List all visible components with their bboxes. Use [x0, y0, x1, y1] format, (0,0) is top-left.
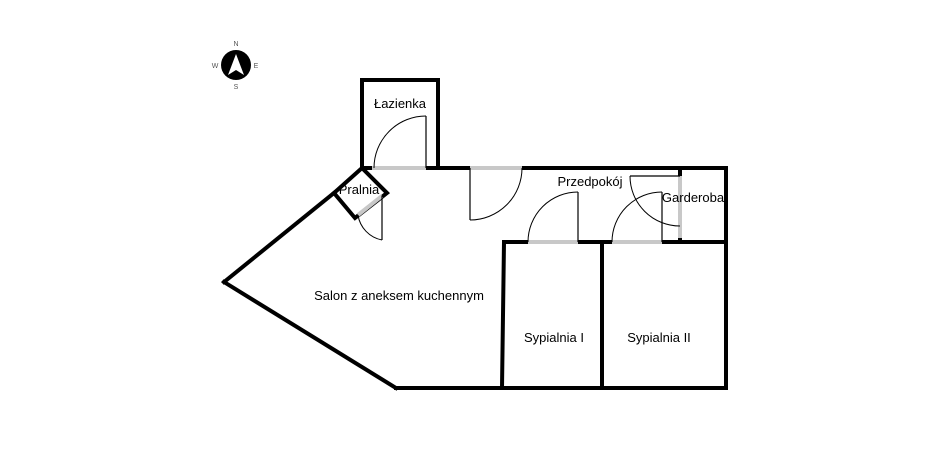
room-label-pralnia: Pralnia — [339, 182, 380, 197]
bedroom-two-door-swing — [611, 191, 663, 243]
compass-east-label: E — [254, 63, 259, 70]
room-label-przedpokoj: Przedpokój — [557, 174, 622, 189]
north-arrow-icon — [228, 54, 244, 75]
compass-north-label: N — [233, 41, 238, 48]
compass-west-label: W — [212, 63, 219, 70]
laundry-walls — [331, 165, 391, 221]
left-lower-diagonal-wall — [221, 279, 399, 391]
room-label-sypialnia-1: Sypialnia I — [524, 330, 584, 345]
bathroom-door-swing — [373, 115, 427, 169]
room-label-lazienka: Łazienka — [374, 96, 427, 111]
room-label-garderoba: Garderoba — [662, 190, 725, 205]
laundry-door-swing — [357, 214, 383, 241]
wardrobe-door-swing — [629, 175, 681, 227]
compass-south-label: S — [234, 84, 239, 91]
door-openings — [356, 166, 682, 244]
door-swings — [357, 115, 681, 243]
room-label-sypialnia-2: Sypialnia II — [627, 330, 691, 345]
compass: N S E W — [212, 41, 259, 91]
bedroom-one-left-wall — [499, 239, 507, 391]
room-labels: Łazienka Pralnia Przedpokój Garderoba Sa… — [314, 96, 725, 345]
laundry-door-opening — [356, 194, 384, 217]
room-label-salon: Salon z aneksem kuchennym — [314, 288, 484, 303]
bedroom-one-door-swing — [527, 191, 579, 243]
bathroom-walls — [360, 78, 440, 170]
left-upper-diagonal-wall — [221, 190, 337, 285]
corridor-door-swing — [469, 167, 523, 221]
